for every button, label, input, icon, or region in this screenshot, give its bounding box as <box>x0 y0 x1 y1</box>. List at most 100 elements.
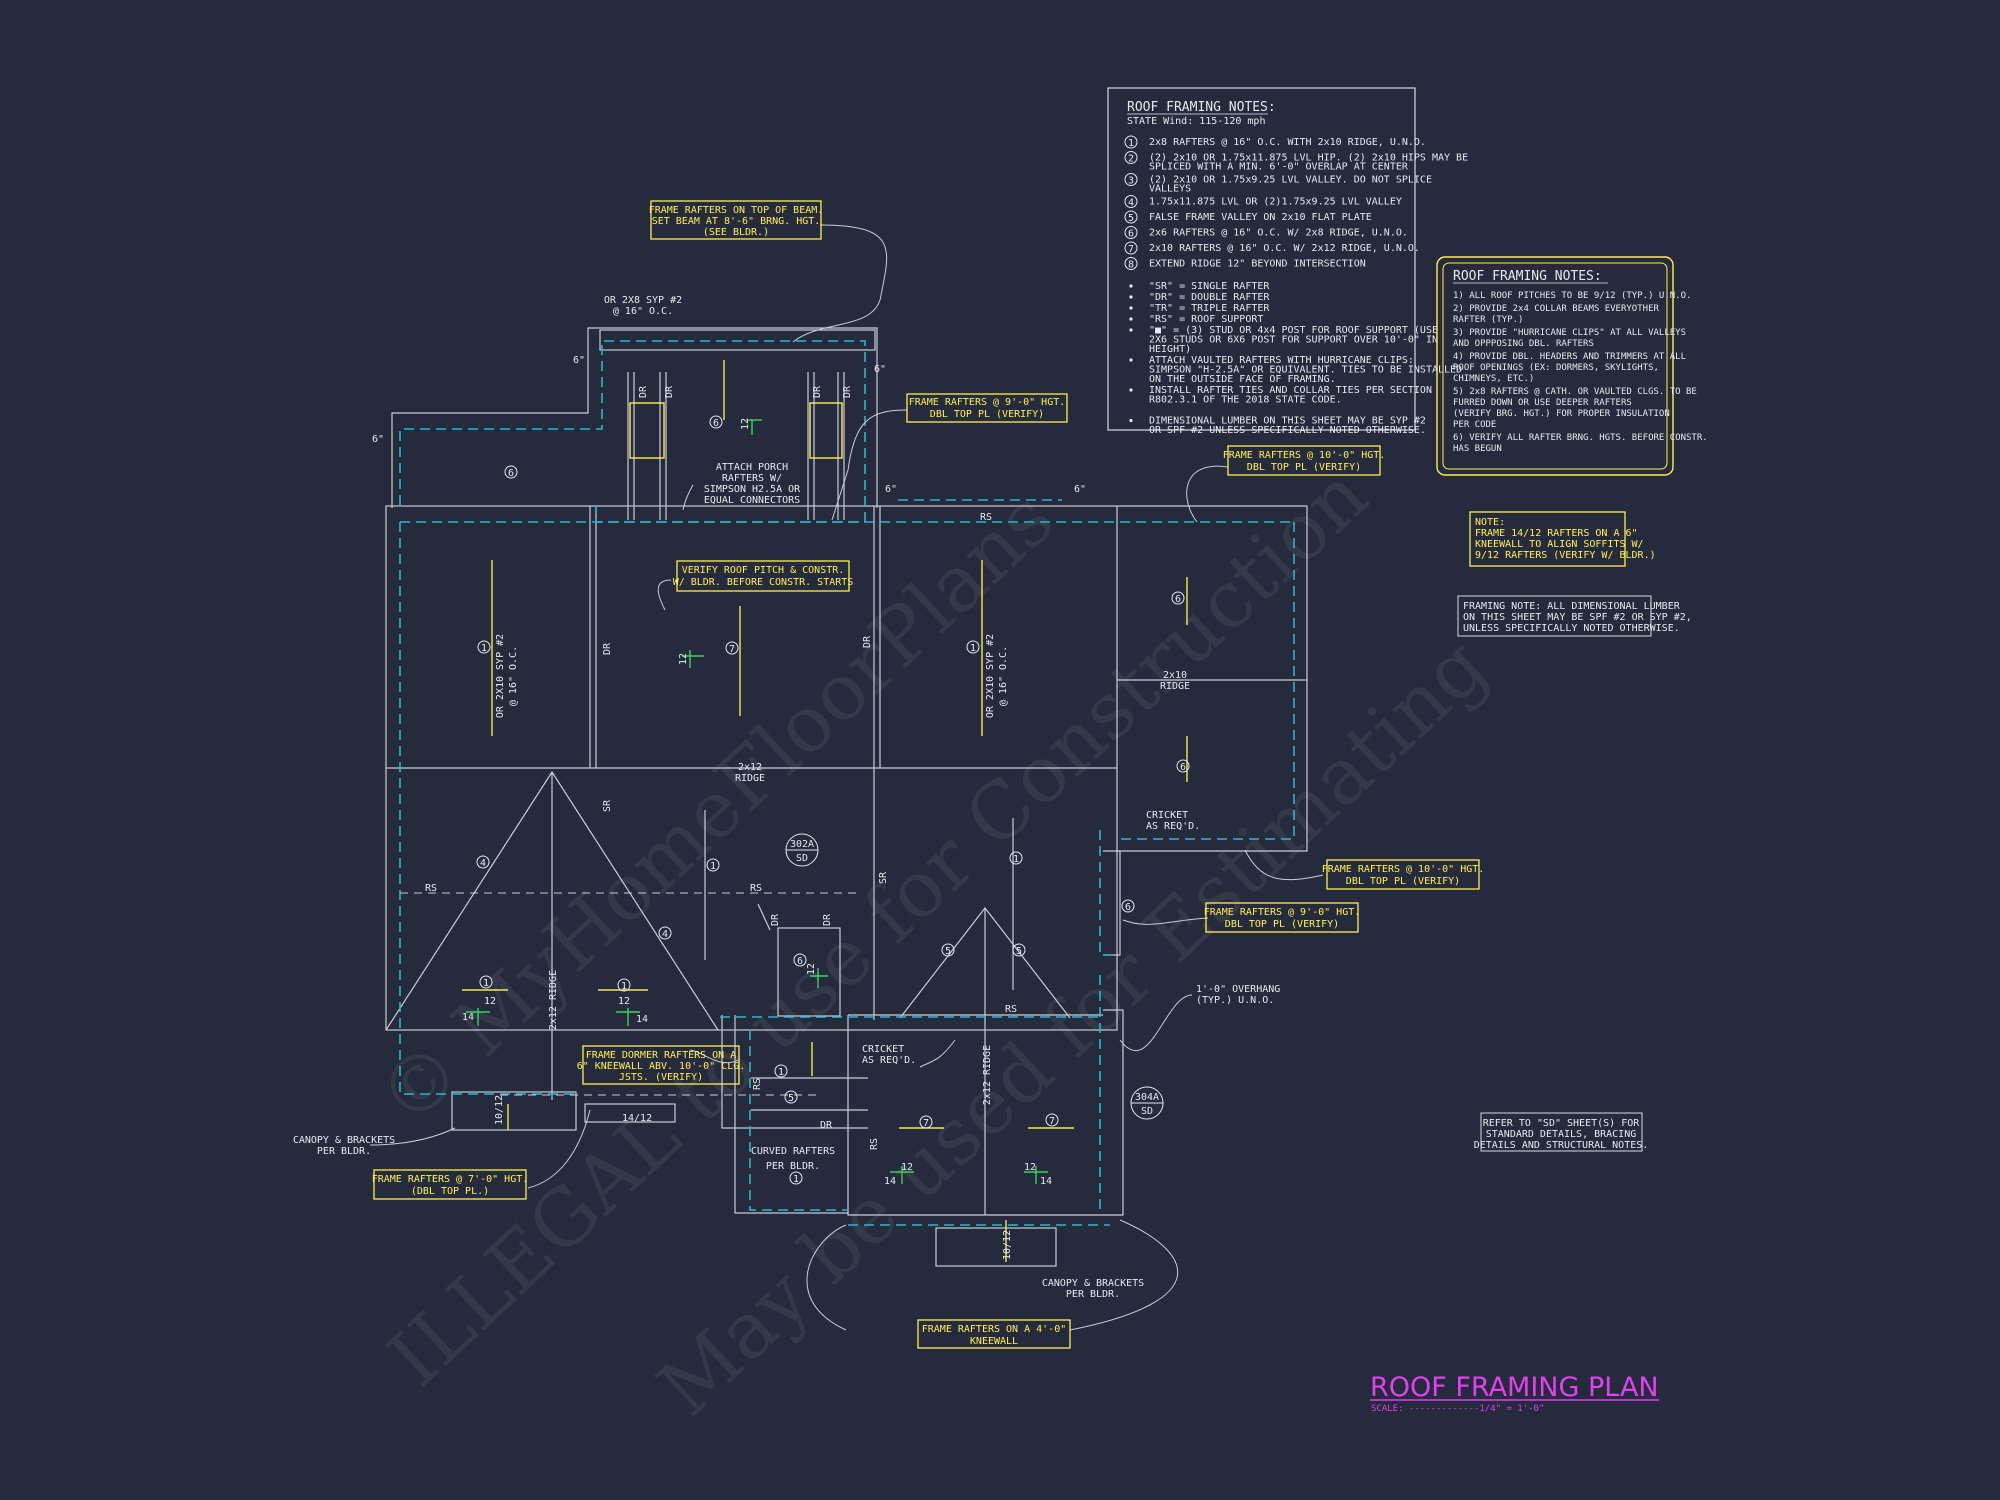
note-text-line: 2x10 RAFTERS @ 16" O.C. W/ 2x12 RIDGE, U… <box>1149 243 1420 254</box>
rafter-type-tags: 1 1 1 1 1 1 1 1 4 4 5 5 5 6 6 6 6 6 6 7 … <box>476 415 1190 1185</box>
rs-label-right: RS <box>1005 1004 1017 1015</box>
callout-verify-line-2: W/ BLDR. BEFORE CONSTR. STARTS <box>673 577 854 588</box>
dr-label-1: DR <box>638 385 649 398</box>
refer-note-line-1: REFER TO "SD" SHEET(S) FOR <box>1483 1118 1641 1129</box>
overhang-line-1: 1'-0" OVERHANG <box>1196 984 1280 995</box>
callout-hgt-10-top: FRAME RAFTERS @ 10'-0" HGT. DBL TOP PL (… <box>1223 445 1386 476</box>
pitch-symbols <box>466 419 1048 1184</box>
bullet-text-line: INSTALL RAFTER TIES AND COLLAR TIES PER … <box>1149 385 1432 396</box>
callout-hgt-9-right: FRAME RAFTERS @ 9'-0" HGT. DBL TOP PL (V… <box>1204 902 1360 933</box>
bullet-text-line: "■" = (3) STUD OR 4x4 POST FOR ROOF SUPP… <box>1149 325 1438 336</box>
bullet-dot <box>1129 388 1133 392</box>
callout-kneewall-line-2: KNEEWALL <box>970 1336 1018 1347</box>
dr-label-3: DR <box>812 385 823 398</box>
note-text-line: 2x8 RAFTERS @ 16" O.C. WITH 2x10 RIDGE, … <box>1149 137 1426 148</box>
tag-7-a: 7 <box>729 644 735 655</box>
bullet-text-line: OR SPF #2 UNLESS SPECIFICALLY NOTED OTHE… <box>1149 425 1426 436</box>
pitch-10-12-bottom: 10/12 <box>1002 1230 1013 1260</box>
bullet-text-line: SIMPSON "H-2.5A" OR EQUIVALENT. TIES TO … <box>1149 365 1462 376</box>
callout-beam: FRAME RAFTERS ON TOP OF BEAM. SET BEAM A… <box>649 200 823 240</box>
tag-6-d: 6 <box>1180 762 1186 773</box>
roof-support-lines <box>400 892 1100 1096</box>
bullet-dot <box>1129 418 1133 423</box>
framing-note-line-1: FRAMING NOTE: ALL DIMENSIONAL LUMBER <box>1463 601 1681 612</box>
yellow-note-line: 4) PROVIDE DBL. HEADERS AND TRIMMERS AT … <box>1453 352 1686 362</box>
bullet-dot <box>1129 284 1133 288</box>
note-number: 3 <box>1128 176 1134 187</box>
kneewall-note-line-3: KNEEWALL TO ALIGN SOFFITS W/ <box>1475 539 1644 550</box>
plan-labels: OR 2X8 SYP #2 @ 16" O.C. ATTACH PORCH RA… <box>293 295 1280 1300</box>
pitch-14-c: 14 <box>884 1176 896 1187</box>
framing-note-box: FRAMING NOTE: ALL DIMENSIONAL LUMBER ON … <box>1457 595 1692 637</box>
ridge-2x10-line-1: 2x10 <box>1163 670 1187 681</box>
canopy-bottom-line-1: CANOPY & BRACKETS <box>1042 1278 1144 1289</box>
sr-label-1: SR <box>602 799 613 812</box>
refer-note-line-3: DETAILS AND STRUCTURAL NOTES. <box>1474 1140 1649 1151</box>
callout-hgt-10-top-line-1: FRAME RAFTERS @ 10'-0" HGT. <box>1223 450 1386 461</box>
pitch-14-b: 14 <box>636 1014 648 1025</box>
callout-kneewall: FRAME RAFTERS ON A 4'-0" KNEEWALL <box>917 1319 1071 1349</box>
pitch-14-d: 14 <box>1040 1176 1052 1187</box>
section-marker-302a: 302A SD <box>785 833 819 867</box>
callout-dormer: FRAME DORMER RAFTERS ON A 6" KNEEWALL AB… <box>577 1045 745 1085</box>
canopy-left-line-1: CANOPY & BRACKETS <box>293 1135 395 1146</box>
callout-hgt-10-right: FRAME RAFTERS @ 10'-0" HGT. DBL TOP PL (… <box>1322 859 1484 890</box>
bullet-text-line: "TR" = TRIPLE RAFTER <box>1149 303 1270 314</box>
note-number: 7 <box>1128 244 1134 255</box>
dr-label-4: DR <box>842 385 853 398</box>
cricket-2-line-1: CRICKET <box>862 1044 904 1055</box>
note-text-line: SPLICED WITH A MIN. 6'-0" OVERLAP AT CEN… <box>1149 162 1409 173</box>
dim-6-4: 6" <box>885 484 897 495</box>
dr-label-8: DR <box>822 913 833 926</box>
bullet-text-line: "DR" = DOUBLE RAFTER <box>1149 292 1270 303</box>
wall-dashed-lines <box>399 340 1295 1226</box>
tag-7-b: 7 <box>923 1118 929 1129</box>
yellow-note-line: PER CODE <box>1453 420 1496 430</box>
pitch-14-a: 14 <box>462 1012 474 1023</box>
section-marker-304a: 304A SD <box>1130 1086 1164 1120</box>
cricket-1-line-2: AS REQ'D. <box>1146 821 1200 832</box>
overhang-line-2: (TYP.) U.N.O. <box>1196 995 1274 1006</box>
dim-6-5: 6" <box>1074 484 1086 495</box>
tag-6-f: 6 <box>797 956 803 967</box>
cricket-2-line-2: AS REQ'D. <box>862 1055 916 1066</box>
note-number: 5 <box>1128 213 1134 224</box>
pitch-12-b: 12 <box>618 996 630 1007</box>
note-number: 2 <box>1128 154 1134 165</box>
syp-mid-line-2: @ 16" O.C. <box>998 646 1009 706</box>
notes-subheading: STATE Wind: 115-120 mph <box>1127 116 1265 127</box>
tag-5-b: 5 <box>1016 946 1022 957</box>
yellow-roof-notes-panel: ROOF FRAMING NOTES: 1) ALL ROOF PITCHES … <box>1436 256 1708 476</box>
kneewall-note-line-1: NOTE: <box>1475 517 1505 528</box>
bullet-dot <box>1129 295 1133 299</box>
rs-label-center: RS <box>750 883 762 894</box>
note-text-line: (2) 2x10 OR 1.75x11.875 LVL HIP. (2) 2x1… <box>1149 153 1468 164</box>
callout-hgt-7: FRAME RAFTERS @ 7'-0" HGT. (DBL TOP PL.) <box>372 1169 528 1200</box>
bullet-text-line: R802.3.1 OF THE 2018 STATE CODE. <box>1149 395 1342 406</box>
note-text-line: VALLEYS <box>1149 184 1191 195</box>
note-number-circle <box>1124 135 1138 149</box>
note-number-circle <box>1124 210 1138 224</box>
canopy-left-line-2: PER BLDR. <box>317 1146 371 1157</box>
note-text-line: FALSE FRAME VALLEY ON 2x10 FLAT PLATE <box>1149 212 1372 223</box>
tag-4-b: 4 <box>662 929 668 940</box>
roof-outline <box>385 327 1308 1267</box>
note-text-line: (2) 2x10 OR 1.75x9.25 LVL VALLEY. DO NOT… <box>1149 175 1432 186</box>
callout-hgt-9-right-line-2: DBL TOP PL (VERIFY) <box>1225 919 1339 930</box>
pitch-12-a: 12 <box>484 996 496 1007</box>
pitch-10-12-left: 10/12 <box>494 1095 505 1125</box>
note-number-circle <box>1124 151 1138 164</box>
callout-kneewall-line-1: FRAME RAFTERS ON A 4'-0" <box>922 1324 1067 1335</box>
rs-label-left: RS <box>425 883 437 894</box>
attach-porch-line-2: RAFTERS W/ <box>722 473 782 484</box>
syp-left-line-2: @ 16" O.C. <box>508 646 519 706</box>
yellow-note-line: RAFTER (TYP.) <box>1453 315 1523 325</box>
callout-hgt-9-top-line-2: DBL TOP PL (VERIFY) <box>930 409 1044 420</box>
pitch-12-d: 12 <box>1024 1162 1036 1173</box>
kneewall-note-line-4: 9/12 RAFTERS (VERIFY W/ BLDR.) <box>1475 550 1656 561</box>
callout-verify-pitch: VERIFY ROOF PITCH & CONSTR. W/ BLDR. BEF… <box>673 560 854 592</box>
dr-label-7: DR <box>770 913 781 926</box>
attach-porch-line-3: SIMPSON H2.5A OR <box>704 484 801 495</box>
attach-porch-line-1: ATTACH PORCH <box>716 462 788 473</box>
